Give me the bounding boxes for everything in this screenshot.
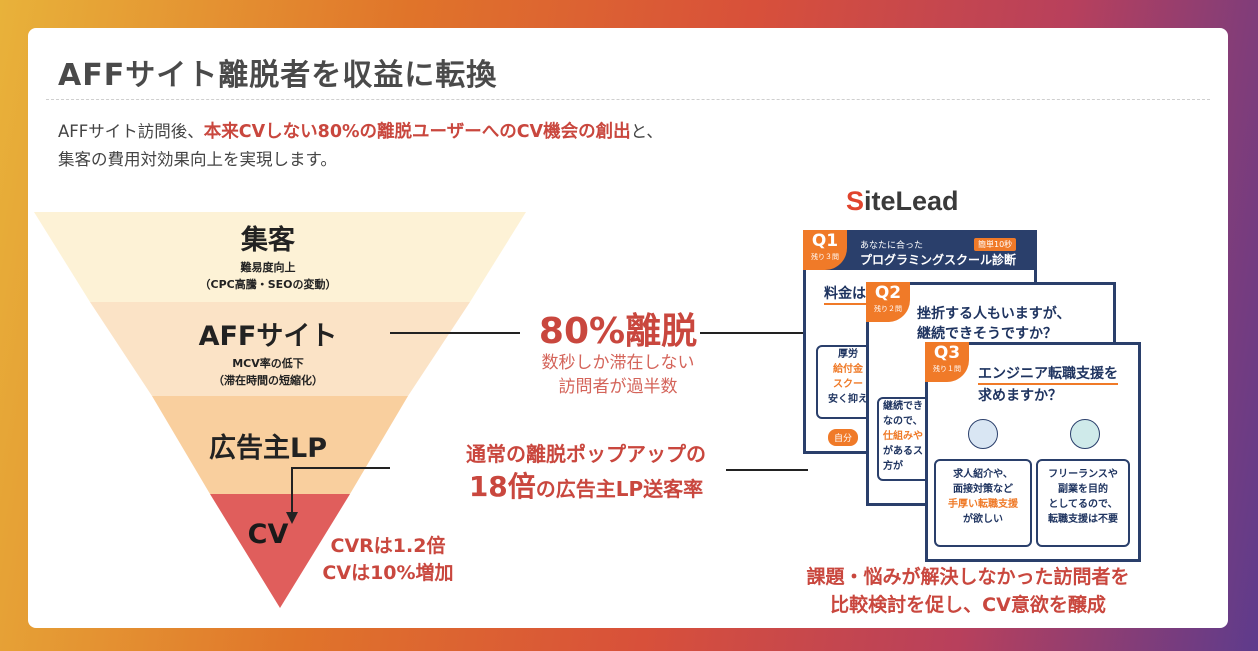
cvr-line1: CVRは1.2倍 (330, 535, 446, 557)
lead-text: AFFサイト訪問後、本来CVしない80%の離脱ユーザーへのCV機会の創出と、 集… (58, 118, 663, 174)
funnel-label-aff-site: AFFサイト (198, 321, 338, 352)
funnel-label-advertiser-lp: 広告主LP (209, 433, 327, 464)
main-card: AFFサイト離脱者を収益に転換 AFFサイト訪問後、本来CVしない80%の離脱ユ… (28, 28, 1228, 628)
funnel-note-acquisition-1: 難易度向上 (240, 261, 296, 274)
funnel-level-cv (210, 494, 350, 608)
card-3-question-2: 求めますか？ (978, 388, 1062, 404)
page-title: AFFサイト離脱者を収益に転換 (58, 58, 498, 93)
exit-rate-big: 80%離脱 (538, 311, 698, 352)
funnel-note-aff-1: MCV率の低下 (232, 357, 304, 370)
popup-rest: の広告主LP送客率 (535, 477, 704, 501)
funnel-level-aff-site (90, 302, 470, 396)
connector-lp-arrow (291, 467, 390, 516)
lead-post: と、 (630, 122, 663, 141)
lead-line2: 集客の費用対効果向上を実現します。 (58, 150, 337, 169)
card-1-header-2: プログラミングスクール診断 (860, 253, 1017, 267)
card-1-question: 料金は (824, 283, 866, 305)
funnel-label-acquisition: 集客 (241, 225, 295, 256)
lead-pre: AFFサイト訪問後、 (58, 122, 204, 141)
card-3-option-right[interactable]: フリーランスや副業を目的としてるので、転職支援は不要 (1036, 459, 1130, 547)
popup-line2: 18倍の広告主LP送客率 (416, 465, 756, 505)
person-icon-left (968, 419, 998, 449)
card-2-question-1: 挫折する人もいますが、 (917, 306, 1071, 322)
funnel-level-advertiser-lp (152, 396, 408, 494)
arrow-head (286, 512, 298, 524)
card-3-question-1: エンジニア転職支援を (978, 363, 1118, 385)
sitelead-logo: SiteLead (846, 186, 959, 216)
cvr-line2: CVは10%増加 (322, 562, 454, 584)
funnel-label-cv: CV (247, 519, 289, 550)
exit-rate-sub1: 数秒しか滞在しない (541, 353, 695, 373)
person-icon-right (1070, 419, 1100, 449)
conclusion-line1: 課題・悩みが解決しなかった訪問者を (806, 566, 1130, 588)
lead-highlight: 本来CVしない80%の離脱ユーザーへのCV機会の創出 (203, 122, 631, 142)
card-2-question-2: 継続できそうですか？ (917, 326, 1057, 342)
card-1-footer: 自分 (828, 429, 859, 446)
title-divider (46, 99, 1210, 100)
card-3-option-left[interactable]: 求人紹介や、面接対策など手厚い転職支援が欲しい (934, 459, 1032, 547)
exit-rate-sub2: 訪問者が過半数 (558, 377, 678, 397)
conclusion-line2: 比較検討を促し、CV意欲を醸成 (830, 594, 1106, 616)
funnel-note-aff-2: （滞在時間の短縮化） (213, 374, 323, 387)
funnel-level-acquisition (34, 212, 526, 302)
card-1-header-1: あなたに合った (860, 241, 924, 251)
popup-big: 18倍 (468, 470, 536, 503)
popup-line1: 通常の離脱ポップアップの (466, 442, 706, 466)
funnel-note-acquisition-2: （CPC高騰・SEOの変動） (199, 278, 337, 291)
card-1-tag: 簡単10秒 (974, 238, 1017, 251)
funnel-graphic (34, 212, 818, 608)
